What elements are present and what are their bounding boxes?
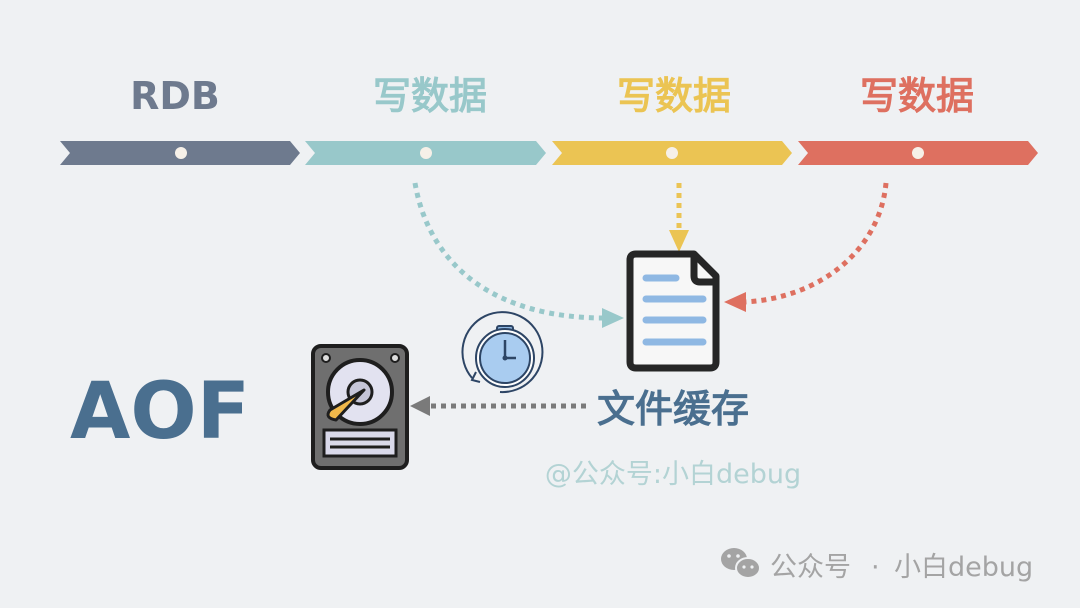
label-rdb: RDB xyxy=(130,74,220,118)
hard-disk-icon xyxy=(311,344,409,470)
label-write-data-2: 写数据 xyxy=(617,74,731,118)
arrow-teal xyxy=(412,182,605,321)
footer-channel: 公众号 xyxy=(770,552,851,583)
flow-arrows xyxy=(410,182,889,416)
label-write-data-3: 写数据 xyxy=(860,74,974,118)
timeline-dot xyxy=(912,147,924,159)
arrow-head-yellow xyxy=(669,230,689,252)
arrow-head-teal xyxy=(602,308,624,328)
timeline-dot xyxy=(420,147,432,159)
arrow-red xyxy=(744,182,889,305)
timeline-dot xyxy=(175,147,187,159)
arrow-head-red xyxy=(724,292,746,312)
file-cache-label: 文件缓存 xyxy=(597,387,749,431)
arrow-head-gray xyxy=(410,396,430,416)
timeline-dot xyxy=(666,147,678,159)
watermark: @公众号:小白debug xyxy=(545,459,801,490)
footer-author: 小白debug xyxy=(894,552,1033,583)
aof-label: AOF xyxy=(70,367,250,457)
label-write-data-1: 写数据 xyxy=(373,74,487,118)
timeline xyxy=(60,141,1038,165)
footer-separator: · xyxy=(871,552,880,583)
stopwatch-icon xyxy=(461,311,544,394)
wechat-icon xyxy=(721,548,761,579)
document-icon xyxy=(626,250,720,372)
